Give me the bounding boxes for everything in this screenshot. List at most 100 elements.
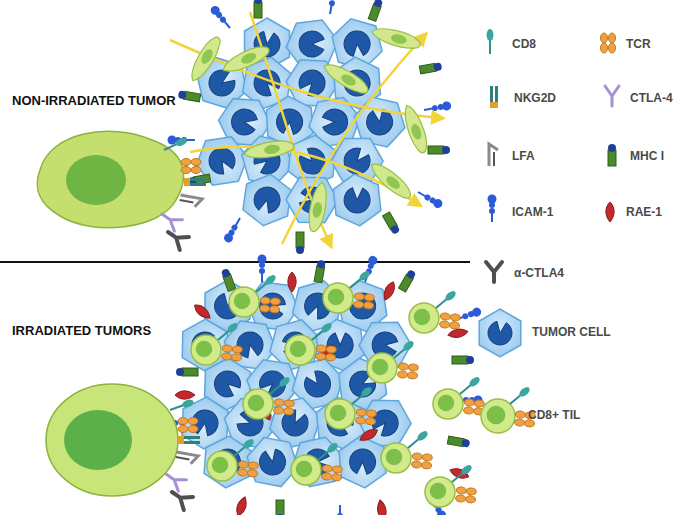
cd8-til-migrating (306, 181, 329, 233)
legend-label: CD8+ TIL (528, 408, 580, 422)
icam-1-symbol (222, 216, 244, 244)
cd8-til-round (229, 287, 259, 317)
rae-1-symbol (358, 426, 379, 443)
legend-label: TCR (626, 37, 651, 51)
rae-1-symbol (376, 499, 388, 515)
tcr-symbol (315, 345, 336, 362)
tcr-symbol (181, 159, 201, 174)
cd8-til-migrating (186, 34, 224, 85)
cd8-til-round (291, 455, 321, 485)
mhc-i-symbol (254, 0, 262, 18)
tumor-cell (194, 430, 260, 493)
icam-1-symbol (209, 4, 234, 31)
tcr-symbol (355, 409, 376, 426)
cd8-til-round (367, 353, 397, 383)
cd8-symbol (169, 398, 195, 413)
cd8-til-round (381, 443, 411, 473)
migration-arrow (282, 36, 424, 244)
cd8-til-migrating (321, 59, 372, 97)
legend-label: CD8 (512, 37, 536, 51)
cd8-symbol (434, 289, 458, 310)
cd8-til-round (323, 283, 353, 313)
anti-ctla4-antibody (163, 225, 189, 250)
cd8-symbol (254, 273, 278, 294)
rae-1-symbol (234, 496, 249, 515)
lfa-symbol (175, 452, 198, 465)
cd8-til-migrating (220, 42, 272, 77)
mhc-i-symbol (296, 232, 304, 254)
tcr-symbol (411, 453, 432, 470)
cd8-symbol (216, 321, 240, 342)
cd8-til-migrating (400, 103, 431, 155)
ctla-4-symbol (158, 208, 182, 231)
rae-1-symbol (192, 302, 213, 321)
ctla-4-symbol (162, 468, 186, 491)
cd8-symbol (268, 375, 292, 396)
cd8-symbol (487, 29, 494, 54)
rae-1-symbol (606, 202, 614, 222)
legend-label: α-CTLA4 (514, 266, 564, 280)
cd8-symbol (310, 321, 334, 342)
cd8-til-large (46, 384, 178, 496)
icam-1-symbol (326, 0, 340, 15)
migration-arrow (170, 40, 440, 118)
icam-1-symbol (416, 188, 444, 210)
legend-label: ICAM-1 (512, 205, 553, 219)
nkg2d-symbol (184, 178, 206, 186)
tcr-symbol (455, 487, 476, 504)
cd8-symbol (392, 339, 416, 360)
mhc-i-symbol (176, 368, 198, 376)
cd8-symbol (458, 375, 482, 396)
cd8-symbol (348, 269, 372, 290)
tcr-symbol (237, 461, 258, 478)
tcr-symbol (353, 293, 374, 310)
cd8-til-round (191, 335, 221, 365)
tcr-symbol (259, 297, 280, 314)
cd8-til-round (325, 399, 355, 429)
cd8-til-round (243, 389, 273, 419)
cd8-til-migrating (367, 159, 415, 203)
rae-1-symbol (447, 327, 468, 339)
panel-divider (0, 261, 470, 263)
tcr-symbol (439, 313, 460, 330)
mhc-i-symbol (178, 90, 201, 102)
mhc-i-symbol (368, 0, 383, 21)
icam-1-symbol (488, 195, 497, 223)
cd8-til-migrating (370, 24, 422, 51)
tcr-symbol (178, 418, 198, 433)
tumor-cell (479, 309, 521, 357)
legend-label: LFA (512, 149, 535, 163)
mhc-i-symbol (447, 436, 470, 448)
mhc-i-symbol (383, 212, 401, 235)
cd8-symbol (316, 441, 340, 462)
mhc-i-symbol (399, 269, 417, 292)
cd8-til-round (481, 399, 515, 433)
anti-ctla4-antibody (167, 485, 193, 510)
lfa-symbol (489, 144, 498, 166)
tcr-symbol (601, 33, 616, 53)
anti-ctla4-antibody (486, 262, 502, 282)
lfa-symbol (179, 195, 202, 208)
cd8-symbol (450, 463, 474, 484)
panel-heading: NON-IRRADIATED TUMOR (12, 93, 176, 108)
cd8-symbol (163, 136, 189, 153)
legend-label: TUMOR CELL (532, 325, 611, 339)
rae-1-symbol (175, 391, 195, 399)
cd8-til-migrating (243, 138, 295, 161)
cd8-til-round (433, 389, 463, 419)
legend-label: CTLA-4 (630, 91, 673, 105)
legend-label: MHC I (630, 149, 664, 163)
tumor-cell (241, 171, 293, 229)
mhc-i-symbol (188, 174, 211, 186)
mhc-i-symbol (452, 356, 474, 364)
cd8-symbol (350, 385, 374, 406)
mhc-i-symbol (419, 62, 442, 74)
cd8-symbol (406, 429, 430, 450)
cd8-til-round (207, 451, 237, 481)
icam-1-symbol (258, 255, 267, 283)
panel-heading: IRRADIATED TUMORS (12, 323, 151, 338)
cd8-til-round (285, 335, 315, 365)
cd8-symbol (508, 385, 532, 406)
nkg2d-symbol (490, 86, 498, 108)
